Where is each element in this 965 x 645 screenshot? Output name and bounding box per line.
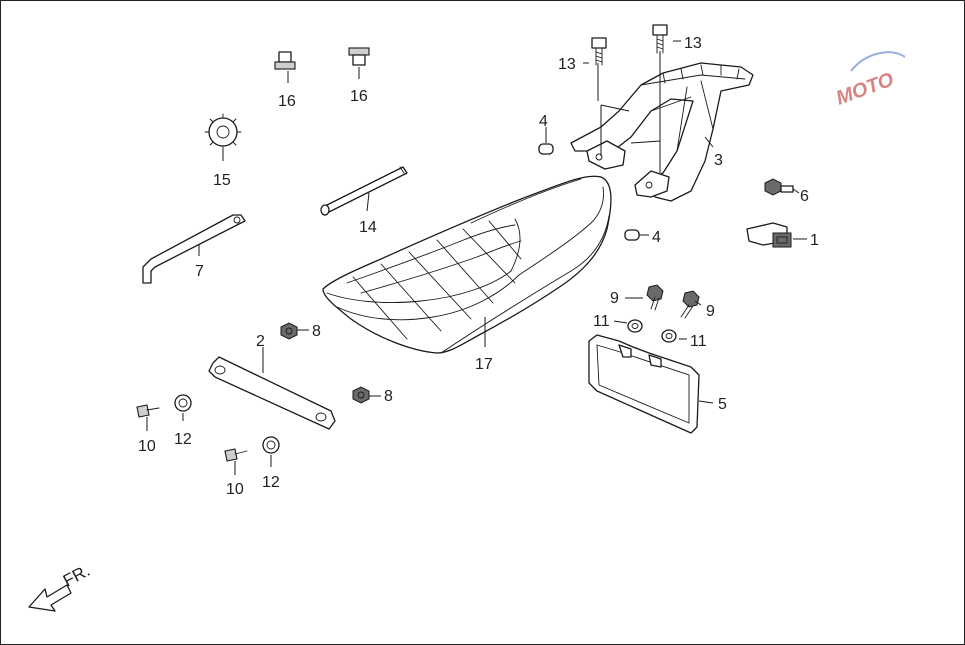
- seat: [322, 175, 612, 354]
- callout-16-left: 16: [278, 93, 296, 110]
- callout-13-left: 13: [558, 56, 576, 73]
- callout-7: 7: [195, 263, 204, 280]
- bolt-6: [764, 178, 794, 196]
- screw-10-left: [136, 404, 160, 418]
- callout-10-right: 10: [226, 481, 244, 498]
- watermark-logo: MOTO: [833, 51, 906, 110]
- front-direction-indicator: FR.: [28, 561, 93, 612]
- callout-8-lower: 8: [384, 388, 393, 405]
- nut-8-upper: [280, 322, 298, 340]
- bolt-13-right: [652, 24, 668, 54]
- clip-nut-16-left: [274, 51, 296, 70]
- bolt-13-left: [591, 37, 607, 66]
- front-arrow-icon: [28, 584, 72, 612]
- callout-12-left: 12: [174, 431, 192, 448]
- callout-11-left: 11: [593, 313, 610, 330]
- callout-9-left: 9: [610, 290, 619, 307]
- plate-2: [208, 356, 336, 430]
- callout-8-upper: 8: [312, 323, 321, 340]
- callout-1: 1: [810, 232, 819, 249]
- callout-16-right: 16: [350, 88, 368, 105]
- washer-11-right: [661, 329, 677, 343]
- grommet-15: [204, 113, 242, 151]
- callout-2: 2: [256, 333, 265, 350]
- callout-6: 6: [800, 188, 809, 205]
- washer-11-left: [627, 319, 643, 333]
- rear-carrier: [570, 62, 754, 202]
- rod-14: [320, 166, 408, 216]
- callout-10-left: 10: [138, 438, 156, 455]
- callout-4-lower: 4: [652, 229, 661, 246]
- clip-nut-16-right: [348, 47, 370, 66]
- bolt-9-right: [680, 290, 700, 319]
- callout-labels: 1 2 3 4 4 5 6 7 8 8 9 9 10 10 11 11 12 1…: [138, 35, 819, 498]
- screw-10-right: [224, 448, 248, 462]
- callout-5: 5: [718, 396, 727, 413]
- callout-15: 15: [213, 172, 231, 189]
- bolt-9-left: [646, 284, 664, 311]
- washer-12-left: [174, 394, 192, 412]
- gasket-5: [588, 334, 700, 434]
- callout-9-right: 9: [706, 303, 715, 320]
- washer-12-right: [262, 436, 280, 454]
- pin-4-lower: [624, 229, 640, 241]
- nut-8-lower: [352, 386, 370, 404]
- pin-4-upper: [538, 143, 554, 155]
- callout-4-upper: 4: [539, 113, 548, 130]
- watermark-text: MOTO: [833, 68, 897, 109]
- callout-3: 3: [714, 152, 723, 169]
- callout-14: 14: [359, 219, 377, 236]
- callout-11-right: 11: [690, 333, 707, 350]
- callout-17: 17: [475, 356, 493, 373]
- connector-1: [746, 222, 792, 248]
- callout-13-right: 13: [684, 35, 702, 52]
- leader-lines: [146, 40, 807, 475]
- stay-7: [142, 214, 246, 284]
- callout-12-right: 12: [262, 474, 280, 491]
